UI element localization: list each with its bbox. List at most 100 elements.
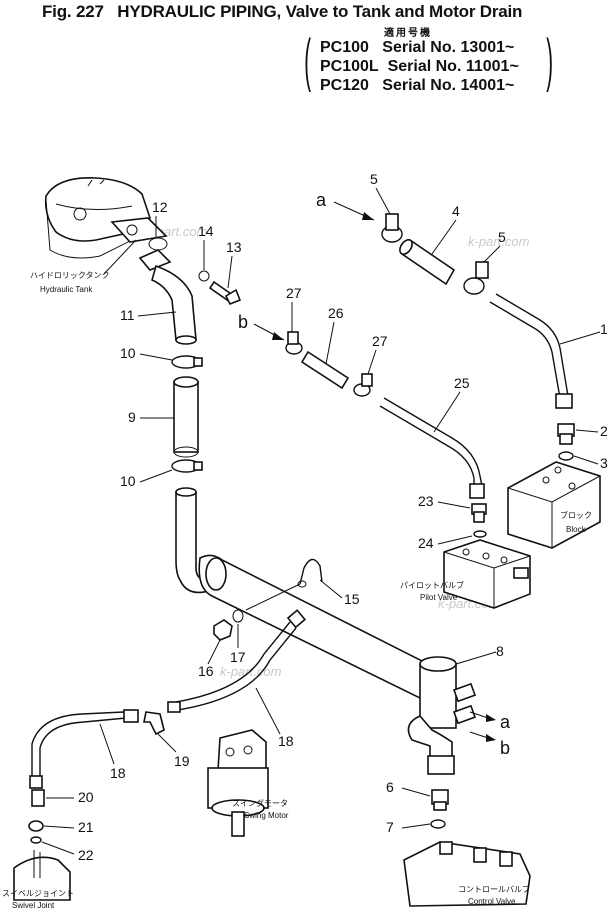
callout-3: 3: [600, 455, 608, 471]
callout-18-left: 18: [110, 765, 126, 781]
fitting-23: [471, 503, 487, 523]
tube-1: [489, 293, 573, 409]
swivel-joint: [13, 850, 71, 901]
clamp-10-lower: [171, 459, 203, 473]
hose-18-left: [29, 709, 139, 789]
pilot-valve-en: Pilot Valve: [420, 593, 458, 602]
hydraulic-tank-en: Hydraulic Tank: [40, 285, 93, 294]
bolt-13: [208, 280, 242, 306]
callout-5-left: 5: [370, 171, 378, 187]
fitting-20: [31, 789, 45, 807]
callout-19: 19: [174, 753, 190, 769]
callout-11: 11: [120, 307, 135, 323]
washer-17: [232, 609, 244, 623]
clamp-5-right: [463, 261, 489, 295]
block-en: Block: [566, 525, 587, 534]
fitting-6: [431, 789, 449, 811]
figure-title: Fig. 227 HYDRAULIC PIPING, Valve to Tank…: [42, 2, 522, 22]
callout-7: 7: [386, 819, 394, 835]
left-paren: (: [304, 28, 312, 93]
pilot-valve: [443, 539, 531, 609]
callout-17: 17: [230, 649, 246, 665]
elbow-19: [143, 711, 165, 736]
callout-2: 2: [600, 423, 608, 439]
callout-1: 1: [600, 321, 608, 337]
hydraulic-tank: [44, 177, 168, 259]
elbow-pipe-11: [138, 249, 197, 345]
fitting-2: [557, 423, 575, 445]
callout-5-right: 5: [498, 229, 506, 245]
diagram-header: Fig. 227 HYDRAULIC PIPING, Valve to Tank…: [0, 0, 611, 110]
o-ring-7: [430, 819, 446, 829]
main-pipe-8: [175, 487, 477, 775]
serial-text: Serial No. 11001~: [387, 58, 519, 75]
washer-14: [198, 270, 210, 282]
tube-end: [297, 580, 307, 588]
block: [507, 461, 601, 549]
callout-26: 26: [328, 305, 344, 321]
connection-b-bottom: b: [500, 738, 510, 758]
swing-motor-en: Swing Motor: [244, 811, 289, 820]
control-valve-en: Control Valve: [468, 897, 516, 906]
o-ring-3: [558, 451, 574, 461]
callout-21: 21: [78, 819, 94, 835]
callout-24: 24: [418, 535, 434, 551]
callout-8: 8: [496, 643, 504, 659]
callout-10-lower: 10: [120, 473, 136, 489]
o-ring-22: [30, 836, 42, 844]
nut-16: [213, 619, 233, 641]
serial-row-3: PC120 Serial No. 14001~: [320, 77, 514, 95]
serial-row-2: PC100L Serial No. 11001~: [320, 58, 519, 76]
clamp-10-upper: [171, 355, 203, 369]
control-valve-jp: コントロールバルブ: [458, 884, 530, 894]
serial-row-1: PC100 Serial No. 13001~: [320, 39, 514, 57]
swing-motor-jp: スイングモータ: [232, 798, 288, 808]
callout-23: 23: [418, 493, 434, 509]
pilot-valve-jp: パイロットバルブ: [400, 580, 464, 590]
control-valve: [403, 841, 531, 907]
hose-4: [399, 238, 456, 286]
right-paren: ): [546, 28, 554, 93]
leader-line: [103, 239, 137, 275]
callout-12: 12: [152, 199, 168, 215]
clamp-27-right: [353, 373, 373, 397]
figure-label: Fig. 227: [42, 2, 104, 21]
serial-text: Serial No. 14001~: [382, 77, 515, 94]
fitting-21: [28, 820, 44, 832]
serial-model: PC100: [320, 39, 369, 56]
figure-heading: HYDRAULIC PIPING, Valve to Tank and Moto…: [117, 2, 523, 21]
applicable-models-label: 適用号機: [384, 28, 432, 39]
arrow-head: [486, 714, 496, 722]
callout-27-left: 27: [286, 285, 302, 301]
clamp-27-left: [285, 331, 303, 355]
connection-a-top: a: [316, 190, 327, 210]
callout-15: 15: [344, 591, 360, 607]
serial-model: PC120: [320, 77, 369, 94]
arrow-head: [362, 212, 374, 220]
swivel-joint-jp: スイベルジョイント: [2, 889, 74, 898]
callout-27-right: 27: [372, 333, 388, 349]
block-jp: ブロック: [560, 510, 592, 520]
callout-20: 20: [78, 789, 94, 805]
callouts: 12 14 13 11 10 9 10 5 4 5 1 2 3: [41, 171, 608, 863]
gasket-12: [148, 237, 168, 251]
clamp-5-left: [381, 213, 403, 243]
callout-13: 13: [226, 239, 242, 255]
hydraulic-tank-jp: ハイドロリックタンク: [30, 271, 110, 280]
callout-14: 14: [198, 223, 214, 239]
callout-4: 4: [452, 203, 460, 219]
arrow-head: [486, 734, 496, 742]
callout-18-middle: 18: [278, 733, 294, 749]
watermark: k-part.com: [468, 234, 530, 249]
callout-16: 16: [198, 663, 214, 679]
hose-9: [173, 376, 199, 458]
callout-9: 9: [128, 409, 136, 425]
o-ring-24: [473, 530, 487, 538]
callout-25: 25: [454, 375, 470, 391]
callout-10-upper: 10: [120, 345, 136, 361]
connection-b-top: b: [238, 312, 248, 332]
swing-motor: [207, 729, 269, 837]
callout-22: 22: [78, 847, 94, 863]
